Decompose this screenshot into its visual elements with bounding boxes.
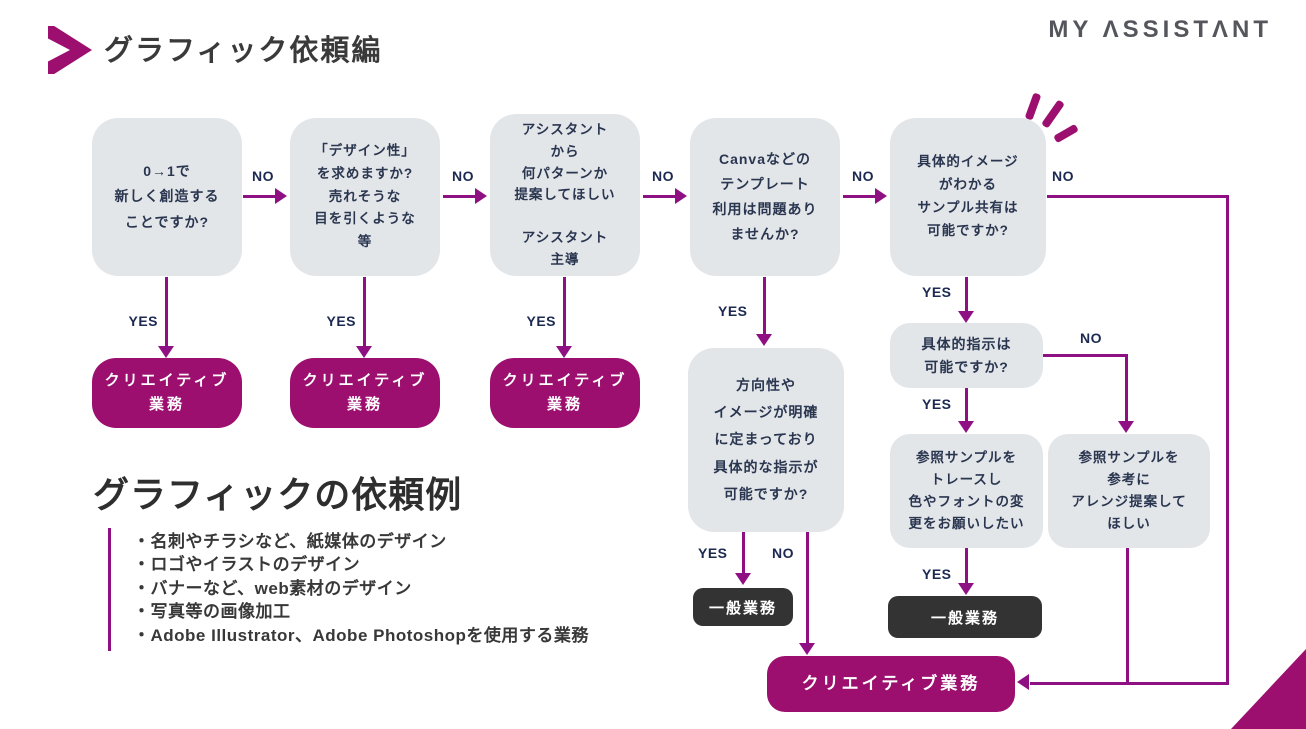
arrowhead: [958, 311, 974, 323]
list-item: ・ロゴやイラストのデザイン: [133, 555, 361, 575]
connector-line: [742, 532, 745, 574]
decision-box-assistant-led: アシスタント から 何パターンか 提案してほしい アシスタント 主導: [490, 114, 640, 276]
result-box-creative-1: クリエイティブ 業務: [92, 358, 242, 428]
arrowhead: [158, 346, 174, 358]
arrowhead: [756, 334, 772, 346]
arrowhead: [1118, 421, 1134, 433]
connector-line: [1125, 354, 1128, 422]
decision-box-trace: 参照サンプルを トレースし 色やフォントの変 更をお願いしたい: [890, 434, 1043, 548]
decision-box-direction: 方向性や イメージが明確 に定まっており 具体的な指示が 可能ですか?: [688, 348, 844, 532]
connector-line: [363, 277, 366, 347]
brand-logo: MY ΛSSISTΛNT: [1048, 16, 1272, 43]
connector-line: [165, 277, 168, 347]
arrowhead: [735, 573, 751, 585]
no-label-2: NO: [452, 168, 474, 184]
yes-label-4: YES: [718, 303, 748, 319]
no-label-instruction: NO: [1080, 330, 1102, 346]
yes-label-2: YES: [326, 313, 356, 329]
arrowhead: [356, 346, 372, 358]
decision-box-sample-share: 具体的イメージ がわかる サンプル共有は 可能ですか?: [890, 118, 1046, 276]
arrowhead: [556, 346, 572, 358]
yes-label-instruction: YES: [922, 396, 952, 412]
no-label-1: NO: [252, 168, 274, 184]
connector-line: [1043, 354, 1128, 357]
connector-line: [965, 277, 968, 312]
connector-line: [763, 277, 766, 335]
arrowhead: [675, 188, 687, 204]
examples-list: ・名刺やチラシなど、紙媒体のデザイン ・ロゴやイラストのデザイン ・バナーなど、…: [108, 528, 693, 652]
connector-line: [965, 548, 968, 584]
connector-line: [965, 388, 968, 422]
result-box-creative-2: クリエイティブ 業務: [290, 358, 440, 428]
corner-triangle: [1231, 649, 1306, 729]
result-box-creative-3: クリエイティブ 業務: [490, 358, 640, 428]
decision-box-instruction: 具体的指示は 可能ですか?: [890, 323, 1043, 388]
connector-line: [1126, 548, 1129, 684]
result-box-general-2: 一般業務: [888, 596, 1042, 638]
connector-line: [563, 277, 566, 347]
connector-line: [643, 195, 676, 198]
page-title: グラフィック依頼編: [104, 35, 383, 67]
examples-heading: グラフィックの依頼例: [93, 474, 463, 515]
arrowhead: [275, 188, 287, 204]
arrowhead: [475, 188, 487, 204]
decision-box-design-quality: 「デザイン性」 を求めますか? 売れそうな 目を引くような 等: [290, 118, 440, 276]
no-label-5: NO: [1052, 168, 1074, 184]
decision-box-canva-template: Canvaなどの テンプレート 利用は問題あり ませんか?: [690, 118, 840, 276]
arrowhead: [958, 421, 974, 433]
yes-label-direction: YES: [698, 545, 728, 561]
no-label-direction: NO: [772, 545, 794, 561]
yes-label-3: YES: [526, 313, 556, 329]
list-item: ・名刺やチラシなど、紙媒体のデザイン: [133, 532, 447, 551]
arrowhead: [958, 583, 974, 595]
yes-label-5: YES: [922, 284, 952, 300]
list-item: ・Adobe Illustrator、Adobe Photoshopを使用する業…: [133, 625, 589, 645]
connector-line: [1047, 195, 1229, 198]
connector-line: [1030, 682, 1229, 685]
decision-box-arrange: 参照サンプルを 参考に アレンジ提案して ほしい: [1048, 434, 1210, 548]
connector-line: [806, 532, 809, 644]
connector-line: [843, 195, 876, 198]
arrowhead: [799, 643, 815, 655]
list-item: ・写真等の画像加工: [133, 602, 291, 622]
connector-line: [1226, 195, 1229, 684]
decision-box-create-from-zero: 0→1で 新しく創造する ことですか?: [92, 118, 242, 276]
yes-label-1: YES: [128, 313, 158, 329]
result-box-general-1: 一般業務: [693, 588, 793, 626]
connector-line: [443, 195, 476, 198]
no-label-3: NO: [652, 168, 674, 184]
connector-line: [243, 195, 276, 198]
arrowhead: [875, 188, 887, 204]
arrowhead: [1017, 674, 1029, 690]
no-label-4: NO: [852, 168, 874, 184]
result-box-creative-final: クリエイティブ業務: [767, 656, 1015, 712]
list-item: ・バナーなど、web素材のデザイン: [133, 578, 412, 598]
yes-label-trace: YES: [922, 566, 952, 582]
title-chevron-icon: [48, 26, 92, 74]
